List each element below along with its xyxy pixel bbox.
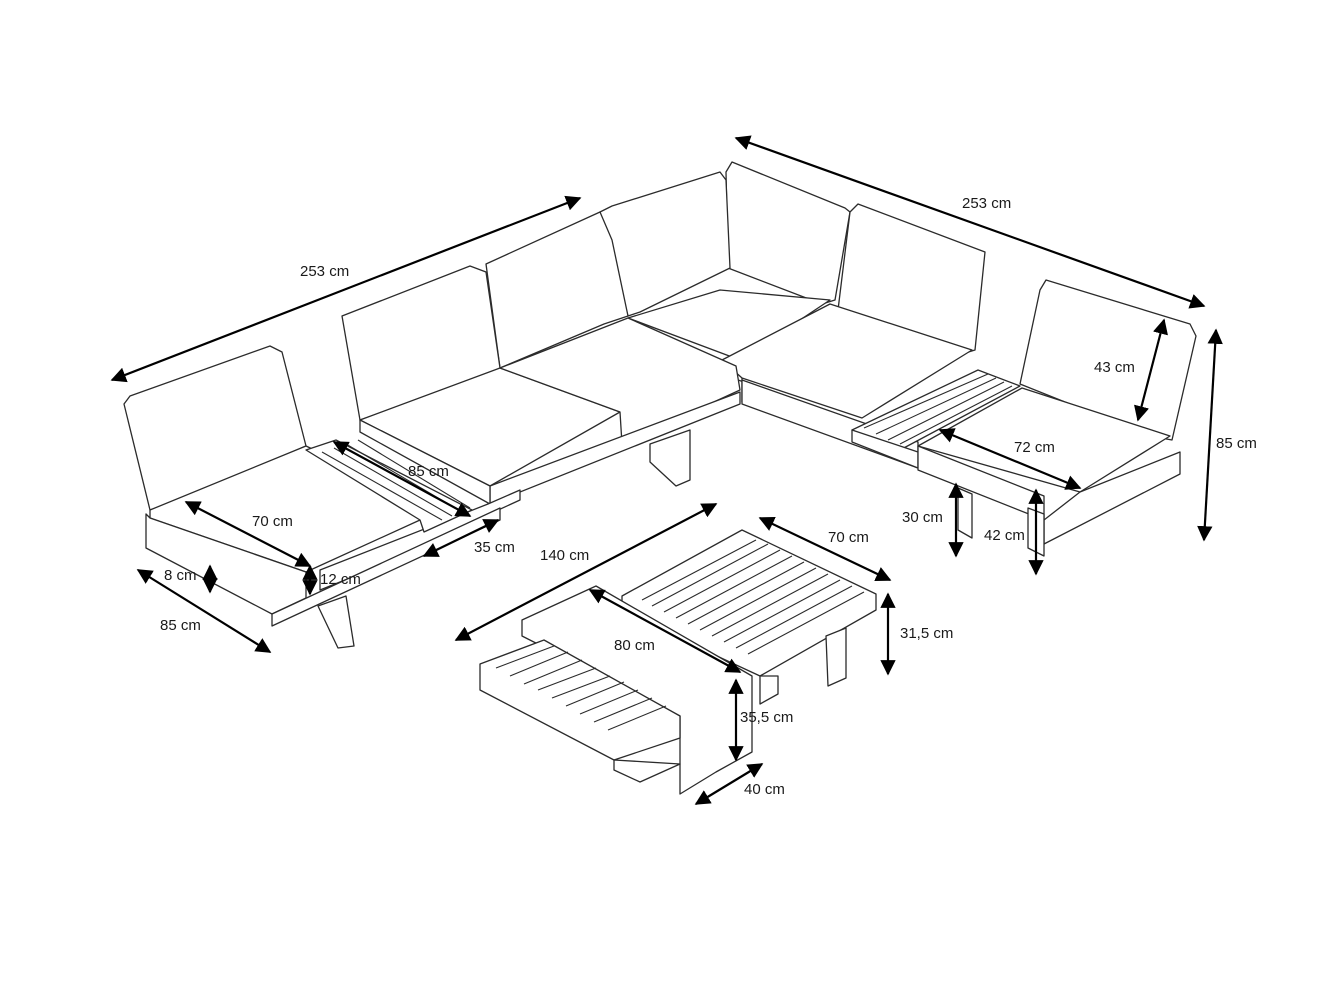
dimension-line bbox=[136, 569, 272, 653]
leg bbox=[317, 595, 355, 649]
end-seat-frame bbox=[1043, 451, 1181, 545]
dimension-line bbox=[184, 501, 312, 567]
dimension-label: 253 cm bbox=[300, 263, 349, 280]
dimension-label: 72 cm bbox=[1014, 439, 1055, 456]
dimension-line bbox=[332, 441, 472, 517]
dimension-label: 35,5 cm bbox=[740, 709, 793, 726]
corner-backrest-cushion bbox=[725, 161, 851, 305]
dimension-line bbox=[734, 135, 1206, 309]
dimension-label: 85 cm bbox=[1216, 435, 1257, 452]
dimension-label: 12 cm bbox=[320, 571, 361, 588]
dimension-line bbox=[1134, 318, 1168, 422]
dimension-label: 43 cm bbox=[1094, 359, 1135, 376]
dimension-label: 140 cm bbox=[540, 547, 589, 564]
dimension-label: 8 cm bbox=[164, 567, 197, 584]
dimension-label: 70 cm bbox=[252, 513, 293, 530]
dimension-line bbox=[758, 517, 892, 581]
dimension-line bbox=[1197, 328, 1223, 542]
dimension-label: 31,5 cm bbox=[900, 625, 953, 642]
dimension-lines bbox=[110, 135, 1223, 805]
dimension-label: 42 cm bbox=[984, 527, 1025, 544]
dimension-label: 85 cm bbox=[408, 463, 449, 480]
leg bbox=[825, 627, 847, 687]
dimension-label: 30 cm bbox=[902, 509, 943, 526]
leg bbox=[759, 675, 779, 705]
left-sofa-module bbox=[123, 171, 741, 649]
dimension-label: 85 cm bbox=[160, 617, 201, 634]
dimension-labels: 253 cm 253 cm 85 cm 43 cm 72 cm 30 cm 42… bbox=[160, 195, 1257, 798]
dimension-label: 40 cm bbox=[744, 781, 785, 798]
dimension-line bbox=[694, 763, 764, 805]
backrest-cushion bbox=[599, 171, 731, 317]
dimension-label: 253 cm bbox=[962, 195, 1011, 212]
dimension-line bbox=[588, 589, 742, 673]
leg bbox=[649, 429, 691, 487]
dimension-line bbox=[454, 503, 718, 641]
dimension-label: 35 cm bbox=[474, 539, 515, 556]
leg bbox=[613, 759, 681, 783]
dimension-line bbox=[110, 195, 582, 383]
dimension-label: 80 cm bbox=[614, 637, 655, 654]
dimension-line bbox=[938, 428, 1082, 490]
leg bbox=[957, 487, 973, 539]
seat-cushion bbox=[721, 303, 973, 419]
dimension-label: 70 cm bbox=[828, 529, 869, 546]
